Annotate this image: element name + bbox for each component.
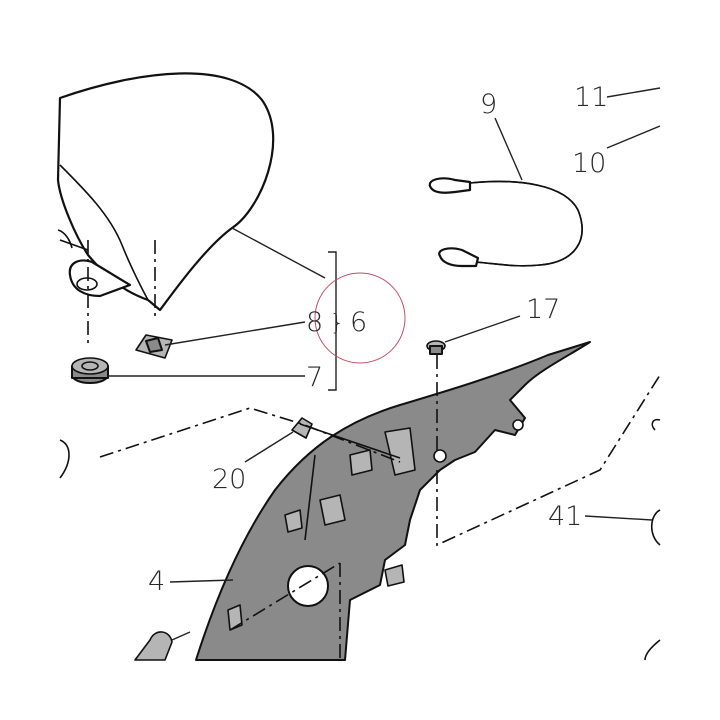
callout-6: 6 (350, 307, 367, 338)
callout-4: 4 (148, 566, 165, 597)
callout-7: 7 (306, 362, 323, 393)
callout-9: 9 (480, 89, 497, 120)
callout-41: 41 (548, 501, 582, 532)
part-7-grommet (71, 357, 109, 384)
leader-lines-left (108, 227, 337, 391)
highlight-circle (314, 272, 406, 364)
axis-lines-right (229, 374, 661, 660)
callout-20: 20 (212, 464, 246, 495)
part-17-screw (426, 315, 521, 455)
callout-10: 10 (572, 148, 606, 179)
part-20-clip (99, 407, 401, 463)
part-9-cable (428, 117, 583, 268)
part-41-partial (584, 418, 661, 661)
callout-17: 17 (526, 294, 560, 325)
callout-11: 11 (574, 82, 608, 113)
leader-lines-right-top (606, 87, 661, 149)
part-4-panel (195, 341, 591, 661)
callout-8: 8 (306, 307, 323, 338)
seat-bracket (68, 259, 132, 298)
brace: } (330, 311, 344, 336)
fragment-left (59, 439, 234, 661)
axis-lines-left (59, 239, 156, 345)
part-8-plate (135, 334, 173, 359)
